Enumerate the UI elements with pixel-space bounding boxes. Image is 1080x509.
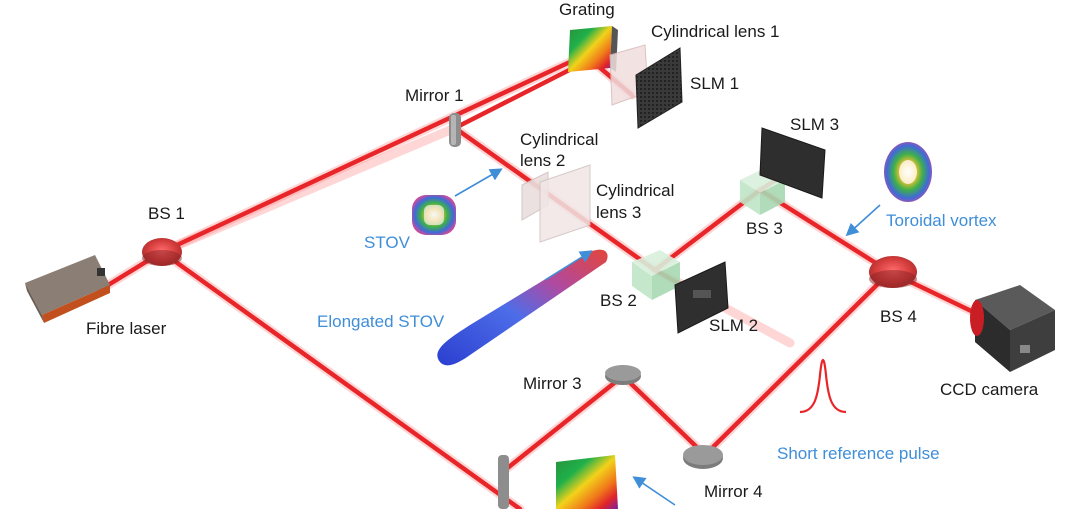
short-reference-pulse-icon (799, 358, 847, 414)
fibre-laser (25, 255, 110, 323)
grating-bottom (556, 455, 618, 509)
elongated-stov-icon (437, 249, 608, 366)
label-bs-1: BS 1 (148, 204, 185, 223)
label-ccd-camera: CCD camera (940, 380, 1039, 399)
mirror-3 (605, 365, 641, 385)
label-short-reference-pulse: Short reference pulse (777, 444, 940, 463)
label-mirror-4: Mirror 4 (704, 482, 763, 501)
label-elongated-stov: Elongated STOV (317, 312, 445, 331)
beam-splitter-1 (142, 238, 182, 266)
label-cylindrical-lens-2-line2: lens 2 (520, 151, 565, 170)
label-bs-4: BS 4 (880, 307, 917, 326)
slm-2 (674, 261, 729, 334)
slm-3 (759, 127, 826, 199)
label-cylindrical-lens-3-line1: Cylindrical (596, 181, 674, 200)
label-fibre-laser: Fibre laser (86, 319, 167, 338)
label-toroidal-vortex: Toroidal vortex (886, 211, 997, 230)
ccd-camera (970, 285, 1055, 372)
bottom-mirror (498, 455, 509, 509)
label-mirror-3: Mirror 3 (523, 374, 582, 393)
label-mirror-1: Mirror 1 (405, 86, 464, 105)
mirror-1 (449, 113, 461, 147)
label-bs-2: BS 2 (600, 291, 637, 310)
cylindrical-lens-3 (539, 164, 591, 243)
label-slm-1: SLM 1 (690, 74, 739, 93)
beam-splitter-2 (632, 250, 680, 300)
beam-splitter-4 (869, 256, 917, 288)
label-slm-2: SLM 2 (709, 316, 758, 335)
label-cylindrical-lens-1: Cylindrical lens 1 (651, 22, 780, 41)
label-cylindrical-lens-3-line2: lens 3 (596, 203, 641, 222)
annotation-arrows (454, 168, 881, 506)
label-slm-3: SLM 3 (790, 115, 839, 134)
label-grating: Grating (559, 0, 615, 19)
stov-icon (412, 195, 456, 235)
mirror-4 (683, 445, 723, 469)
toroidal-vortex-icon (884, 142, 932, 202)
label-bs-3: BS 3 (746, 219, 783, 238)
label-stov: STOV (364, 233, 411, 252)
label-cylindrical-lens-2-line1: Cylindrical (520, 130, 598, 149)
slm-1 (635, 47, 683, 129)
